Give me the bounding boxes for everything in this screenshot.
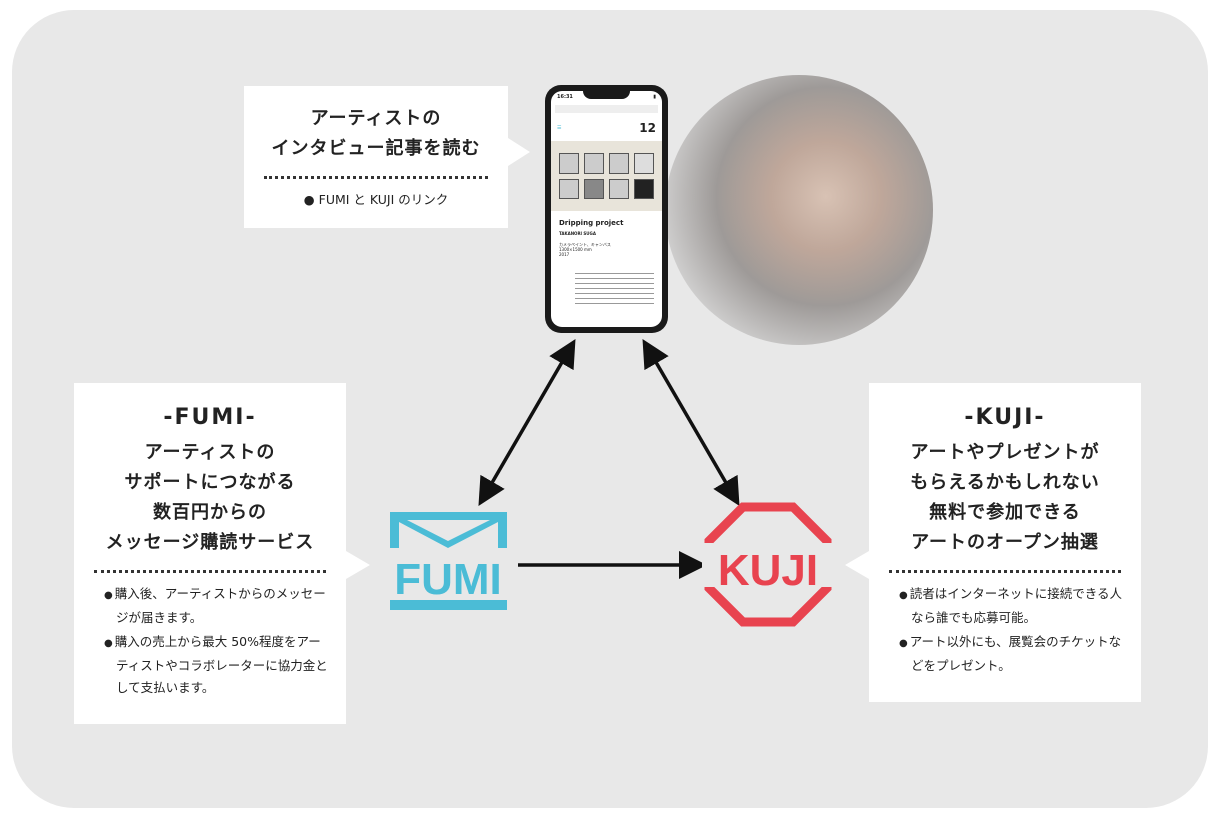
fumi-pointer [346,551,370,579]
callout-title-1: アーティストの [310,108,442,129]
fumi-title-line: 数百円からの [153,502,267,523]
status-bar: 16:31▮ [557,94,656,100]
fumi-title-line: アーティストの [144,442,276,463]
kuji-logo: KUJI [702,502,834,627]
callout-pointer [508,138,530,166]
kuji-heading: -KUJI- [964,405,1046,430]
fumi-description: -FUMI- アーティストの サポートにつながる 数百円からの メッセージ購読サ… [74,383,346,724]
arrow-phone-kuji [642,338,740,507]
url-bar [555,105,658,113]
article-title: Dripping project [559,219,624,227]
site-header: ☰12 [557,121,656,135]
kuji-title-line: アートやプレゼントが [910,442,1100,463]
divider [94,570,326,573]
kuji-title-line: アートのオープン抽選 [911,532,1099,553]
fumi-bullet: 購入後、アーティストからのメッセージが届きます。 [96,583,332,629]
kuji-description: -KUJI- アートやプレゼントが もらえるかもしれない 無料で参加できる アー… [869,383,1141,702]
arrow-phone-fumi [478,338,576,507]
hand-holding-phone-photo [665,75,933,345]
fumi-bullet: 購入の売上から最大 50%程度をアーティストやコラボレーターに協力金として支払い… [96,631,332,699]
phone-mockup: 16:31▮ ☰12 Dripping project TAKANORI SUG… [545,85,668,333]
callout-bullet: ● FUMI と KUJI のリンク [303,192,449,207]
kuji-title-line: 無料で参加できる [929,502,1081,523]
artist-name: TAKANORI SUGA [559,231,596,236]
callout-title-2: インタビュー記事を読む [271,138,481,159]
svg-text:FUMI: FUMI [394,555,502,604]
svg-text:KUJI: KUJI [718,546,818,595]
article-callout: アーティストの インタビュー記事を読む ● FUMI と KUJI のリンク [244,86,508,228]
fumi-heading: -FUMI- [163,405,257,430]
kuji-bullet: 読者はインターネットに接続できる人なら誰でも応募可能。 [891,583,1127,629]
artwork-grid [551,141,662,211]
kuji-title-line: もらえるかもしれない [910,472,1100,493]
divider [264,176,488,179]
divider [889,570,1121,573]
kuji-bullet: アート以外にも、展覧会のチケットなどをプレゼント。 [891,631,1127,677]
fumi-title-line: サポートにつながる [124,472,296,493]
fumi-title-line: メッセージ購読サービス [105,532,315,553]
fumi-logo: FUMI [390,512,507,610]
kuji-pointer [845,551,869,579]
phone-notch [583,89,630,99]
article-body [575,273,654,307]
